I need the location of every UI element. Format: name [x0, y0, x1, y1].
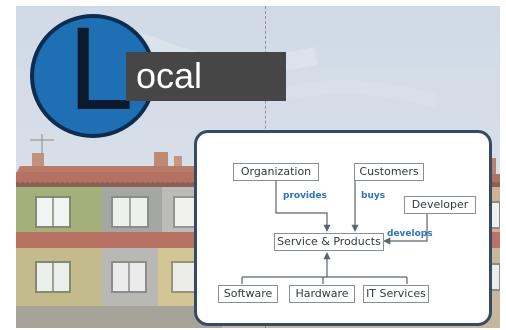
node-it-services: IT Services: [363, 285, 429, 303]
edge-label-buys: buys: [361, 191, 386, 201]
edge-label-provides: provides: [283, 191, 327, 201]
logo-letter: L: [68, 6, 134, 135]
node-hardware: Hardware: [289, 285, 355, 303]
logo-word-bar: ocal: [126, 52, 286, 101]
node-customers: Customers: [354, 163, 424, 181]
edge-provides: [275, 181, 331, 232]
node-developer: Developer: [404, 196, 476, 214]
logo-word: ocal: [136, 55, 203, 96]
edge-label-develops: develops: [387, 229, 433, 239]
node-software: Software: [218, 285, 278, 303]
node-organization: Organization: [233, 163, 319, 181]
diagram-connectors: [241, 171, 428, 284]
node-service-products: Service & Products: [274, 233, 384, 251]
edge-develops: [383, 205, 428, 245]
edge-components-bus: [241, 276, 408, 284]
diagram-panel: Organization Customers Developer Service…: [194, 130, 492, 326]
slide: L ocal Organization Customers Developer …: [16, 6, 500, 328]
